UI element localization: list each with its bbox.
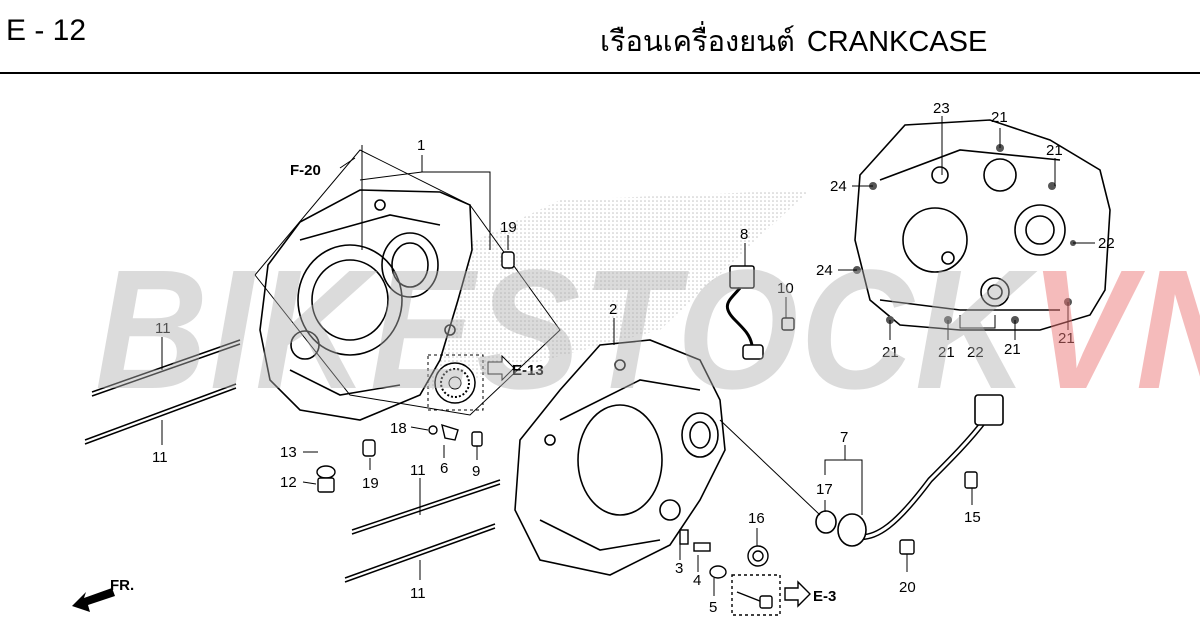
callout: 6 xyxy=(440,460,448,477)
stud-bolts xyxy=(84,339,501,583)
leader-lines xyxy=(161,116,1095,596)
callout: 1 xyxy=(417,137,425,154)
callout: 11 xyxy=(152,449,168,466)
callout: 17 xyxy=(816,481,833,498)
callout: 8 xyxy=(740,226,748,243)
callout: 20 xyxy=(899,579,916,596)
left-crankcase xyxy=(259,189,473,421)
callout: 21 xyxy=(1058,330,1075,347)
callout: 2 xyxy=(609,301,617,318)
sensor-part8 xyxy=(725,265,764,360)
callout: 24 xyxy=(830,178,847,195)
callout: 19 xyxy=(500,219,517,236)
callout: 18 xyxy=(390,420,407,437)
right-crankcase xyxy=(514,339,726,576)
page-code: E - 12 xyxy=(6,14,87,47)
ref-e13: E-13 xyxy=(512,362,544,379)
fr-label: FR. xyxy=(110,577,134,594)
shading-band xyxy=(350,190,810,390)
ref-e3: E-3 xyxy=(813,588,836,605)
callout: 21 xyxy=(1004,341,1021,358)
callout: 11 xyxy=(410,462,426,479)
small-parts xyxy=(316,251,978,616)
title-en: CRANKCASE xyxy=(806,26,988,58)
callout: 21 xyxy=(882,344,899,361)
callout: 15 xyxy=(964,509,981,526)
callout: 16 xyxy=(748,510,765,527)
callout: 11 xyxy=(155,320,171,337)
callout: 24 xyxy=(816,262,833,279)
title-thai: เรือนเครื่องยนต์ xyxy=(600,24,795,58)
page-header: E - 12 เรือนเครื่องยนต์ CRANKCASE xyxy=(0,0,1200,74)
callout-numbers: 1 19 11 11 13 12 19 18 6 9 2 8 10 3 4 5 … xyxy=(152,100,1115,616)
callout: 21 xyxy=(938,344,955,361)
callout: 22 xyxy=(967,344,984,361)
cable-part7 xyxy=(815,394,1004,547)
callout: 21 xyxy=(991,109,1008,126)
ref-f20: F-20 xyxy=(290,162,321,179)
gear-e13 xyxy=(427,354,515,411)
callout: 4 xyxy=(693,572,701,589)
callout: 9 xyxy=(472,463,480,480)
callout: 19 xyxy=(362,475,379,492)
callout: 12 xyxy=(280,474,297,491)
crankcase-inner-view xyxy=(853,119,1111,331)
callout: 22 xyxy=(1098,235,1115,252)
callout: 5 xyxy=(709,599,717,616)
front-arrow: FR. xyxy=(72,577,134,612)
callout: 23 xyxy=(933,100,950,117)
callout: 3 xyxy=(675,560,683,577)
page-title: เรือนเครื่องยนต์ CRANKCASE xyxy=(600,18,987,64)
callout: 7 xyxy=(840,429,848,446)
callout: 10 xyxy=(777,280,794,297)
callout: 13 xyxy=(280,444,297,461)
callout: 11 xyxy=(410,585,426,602)
callout: 21 xyxy=(1046,142,1063,159)
exploded-parts-diagram: FR. F-20 E-13 E-3 1 19 11 11 13 12 19 18… xyxy=(72,100,1115,616)
